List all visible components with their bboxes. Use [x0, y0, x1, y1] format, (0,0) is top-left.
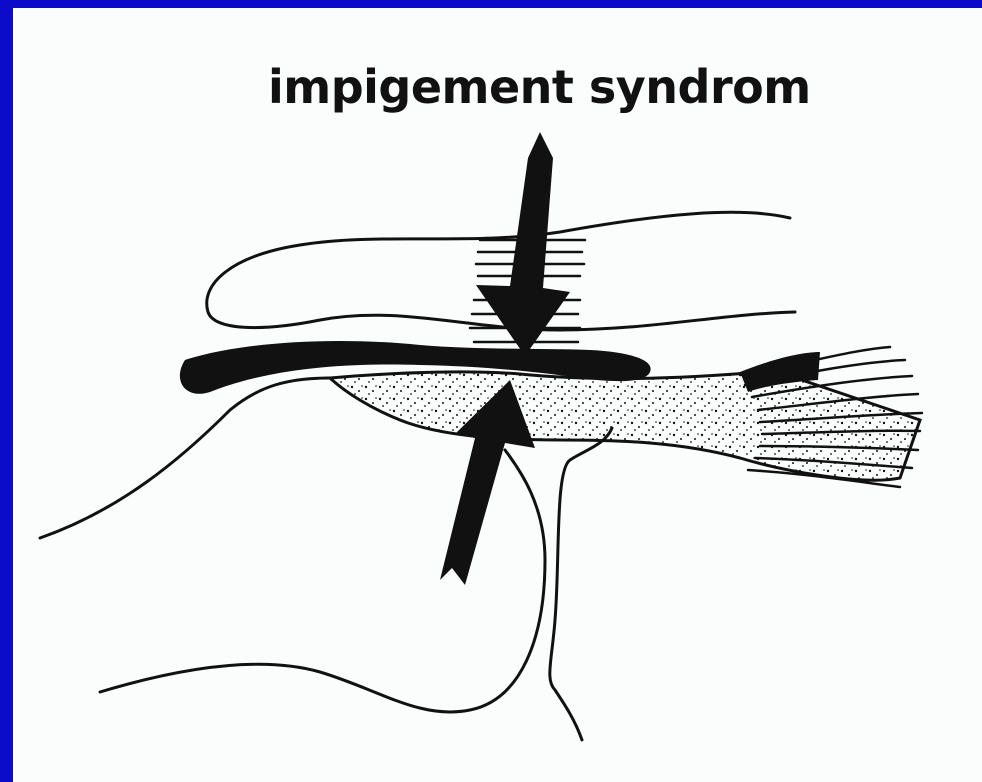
supraspinatus-tendon [330, 372, 920, 480]
downward-force-arrow [476, 132, 570, 356]
humeral-head-outline [40, 378, 330, 538]
biceps-tendon-outline [550, 428, 612, 740]
